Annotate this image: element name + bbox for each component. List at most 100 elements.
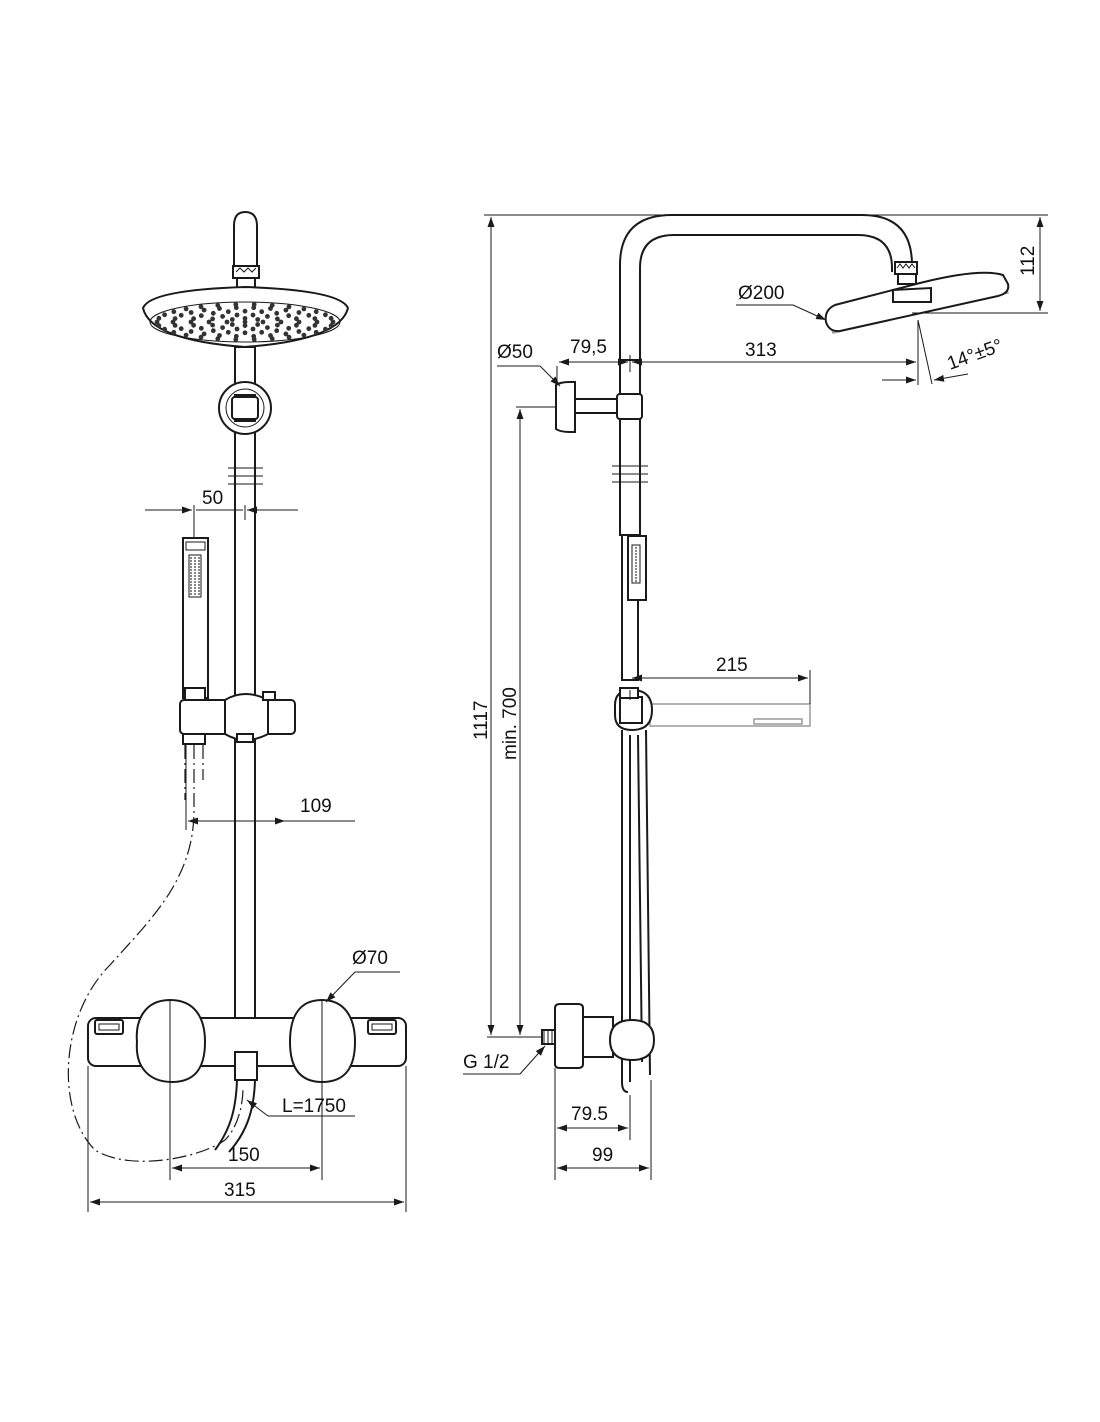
nozzle-dot [198, 325, 204, 331]
spray-dot [198, 566, 200, 568]
spray-dot [190, 572, 192, 574]
nozzle-dot [286, 313, 292, 319]
spray-dot [190, 593, 192, 595]
spray-dot [194, 578, 196, 580]
spray-dot [194, 572, 196, 574]
nozzle-dot [233, 337, 239, 342]
dim-label-79-5-top: 79,5 [570, 337, 607, 358]
nozzle-dot [259, 309, 265, 315]
spray-dot [194, 566, 196, 568]
dim-label-diameter-50: Ø50 [497, 342, 533, 363]
spray-dot [635, 568, 637, 570]
nozzle-dot [313, 329, 319, 335]
nozzle-dot [265, 325, 270, 330]
shower-arm-top [233, 210, 258, 269]
nozzle-dot [225, 329, 231, 335]
nozzle-dot [191, 316, 197, 322]
dim-label-313: 313 [745, 340, 777, 361]
spray-dot [194, 560, 196, 562]
dim-label-112: 112 [1018, 246, 1039, 276]
spray-dot [635, 553, 637, 555]
spray-dot [198, 575, 200, 577]
nozzle-dot [183, 332, 189, 338]
nozzle-dot [172, 316, 178, 321]
nozzle-dot [294, 316, 299, 322]
nozzle-dot [225, 309, 231, 315]
dim-label-315: 315 [224, 1180, 256, 1201]
nozzle-dot [198, 304, 204, 310]
dim-label-diameter-70: Ø70 [352, 948, 388, 969]
nozzle-dot [198, 313, 204, 319]
nozzle-dot [156, 315, 162, 321]
nozzle-dot [306, 326, 312, 332]
spray-dot [198, 593, 200, 595]
spray-dot [198, 587, 200, 589]
nozzle-dot [215, 336, 221, 342]
nozzle-dot [234, 312, 240, 318]
spray-dot [190, 566, 192, 568]
spray-dot [198, 572, 200, 574]
nozzle-dot [242, 319, 248, 325]
nozzle-dot [283, 331, 289, 337]
nozzle-dot [156, 323, 162, 329]
spray-dot [635, 550, 637, 552]
nozzle-dot [301, 332, 307, 338]
nozzle-dot [251, 302, 257, 307]
spray-dot [635, 559, 637, 561]
side-riser-pipe [619, 359, 641, 536]
nozzle-dot [234, 326, 240, 332]
nozzle-dot [188, 329, 194, 334]
nozzle-dot [278, 319, 284, 325]
side-hose [621, 729, 651, 1093]
spray-dot [190, 578, 192, 580]
nozzle-dot [269, 302, 275, 308]
dim-label-150: 150 [228, 1145, 260, 1166]
spray-dot [194, 584, 196, 586]
spray-dot [198, 578, 200, 580]
spray-dot [194, 569, 196, 571]
nozzle-dot [229, 322, 235, 327]
nozzle-dot [294, 322, 299, 328]
nozzle-dot [286, 304, 292, 310]
nozzle-dot [162, 312, 168, 318]
dim-label-hose-length: L=1750 [282, 1096, 346, 1117]
dim-label-diameter-200: Ø200 [738, 283, 784, 304]
spray-dot [198, 557, 200, 559]
nozzle-dot [220, 325, 226, 330]
dim-label-1117: 1117 [471, 701, 492, 740]
nozzle-dot [210, 316, 216, 322]
nozzle-dot [250, 312, 256, 318]
dim-label-50: 50 [202, 488, 223, 509]
spray-dot [190, 587, 192, 589]
spray-dot [190, 581, 192, 583]
thermostatic-mixer [87, 998, 407, 1153]
dim-label-angle: 14°±5° [945, 335, 1006, 374]
nozzle-dot [274, 310, 280, 316]
nozzle-dot [229, 317, 235, 322]
nozzle-dot [328, 315, 334, 321]
slide-holder [179, 691, 296, 745]
spray-dot [190, 584, 192, 586]
side-view: 1117 min. 700 Ø50 79,5 313 Ø200 112 14°±… [463, 214, 1048, 1180]
nozzle-dot [301, 306, 307, 312]
riser-pipe [234, 346, 256, 1024]
nozzle-dot [224, 319, 230, 325]
nozzle-dot [259, 329, 265, 335]
nozzle-dot [328, 323, 334, 329]
spray-dot [194, 587, 196, 589]
dim-label-thread: G 1/2 [463, 1052, 509, 1073]
side-mixer [541, 1003, 656, 1069]
nozzle-dot [296, 319, 302, 325]
nozzle-dot [215, 302, 221, 308]
spray-dot [635, 565, 637, 567]
spray-dot [194, 581, 196, 583]
nozzle-dot [260, 319, 266, 325]
nozzle-dot [255, 322, 261, 327]
spray-dot [635, 547, 637, 549]
spray-dot [190, 560, 192, 562]
rain-shower-head [141, 285, 350, 349]
nozzle-dot [201, 307, 207, 313]
nozzle-dot [210, 322, 216, 328]
side-shower-head [824, 271, 1010, 334]
spray-dot [198, 584, 200, 586]
